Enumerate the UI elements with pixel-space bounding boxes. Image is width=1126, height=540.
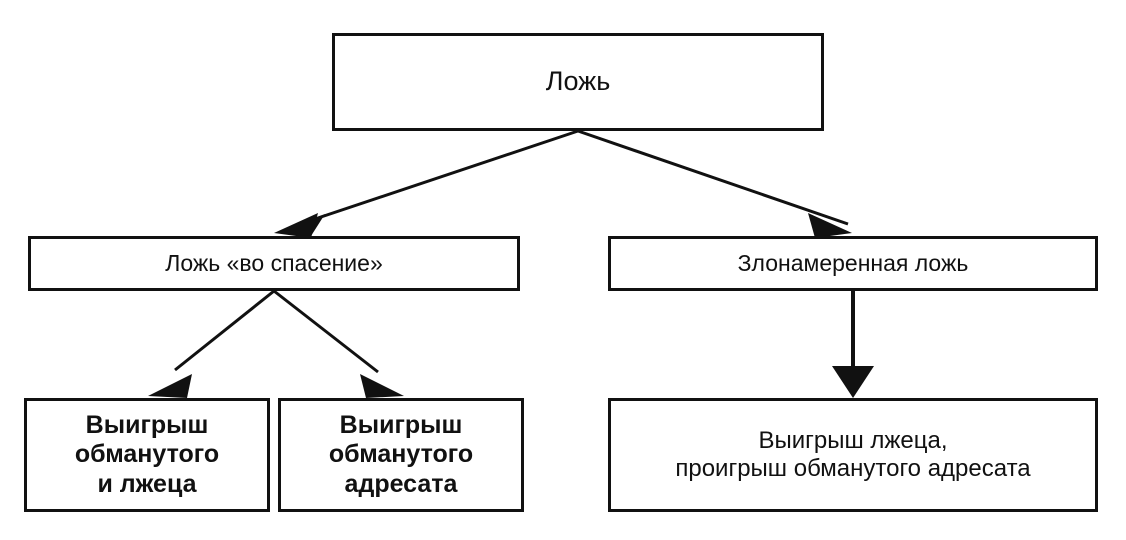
node-gain-both[interactable]: Выигрыш обманутого и лжеца [24,398,270,512]
edge-white-lie-to-gain-both [148,289,275,398]
node-white-lie[interactable]: Ложь «во спасение» [28,236,520,291]
node-liar-gain[interactable]: Выигрыш лжеца, проигрыш обманутого адрес… [608,398,1098,512]
node-gain-addressee[interactable]: Выигрыш обманутого адресата [278,398,524,512]
edge-malicious-lie-to-liar-gain [832,291,874,398]
edge-root-to-malicious-lie [577,129,852,238]
node-malicious-lie[interactable]: Злонамеренная ложь [608,236,1098,291]
edge-root-to-white-lie [274,129,579,238]
edge-white-lie-to-gain-addressee [273,289,404,398]
node-root[interactable]: Ложь [332,33,824,131]
